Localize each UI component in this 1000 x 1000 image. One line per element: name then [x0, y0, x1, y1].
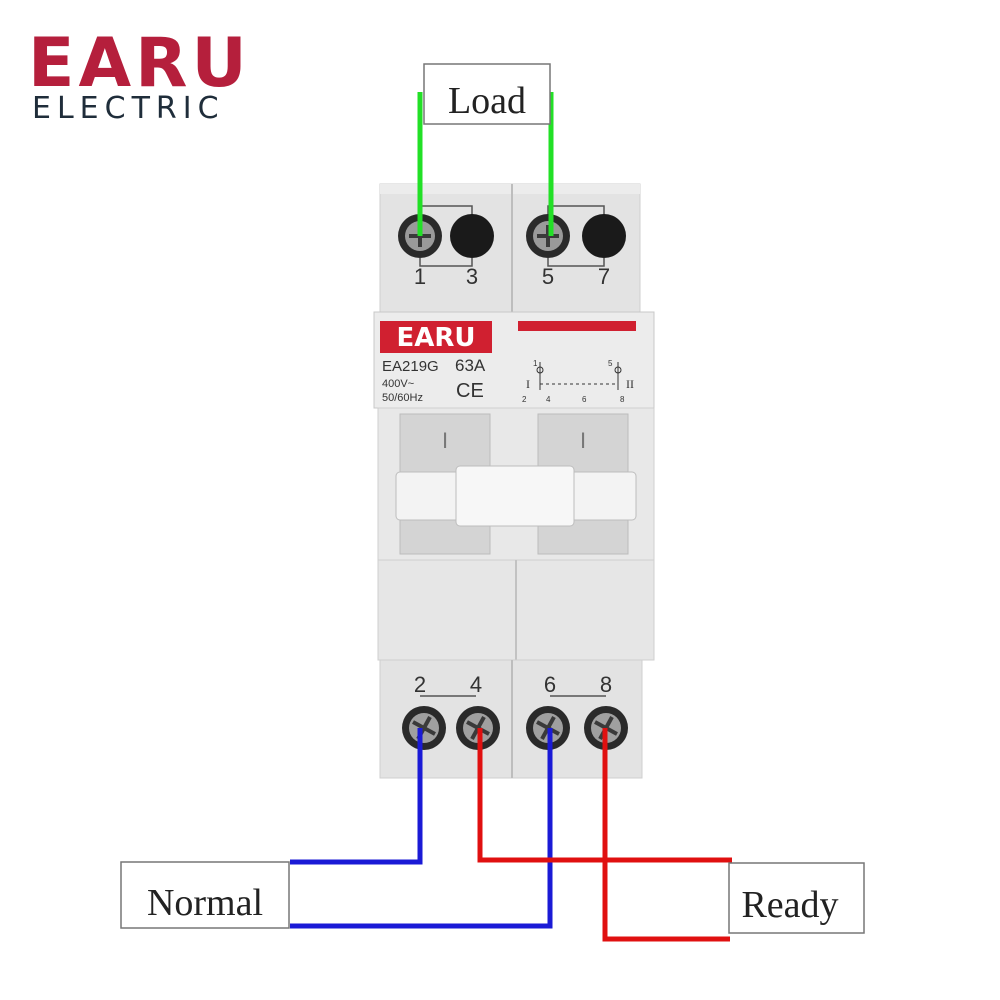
top-terminal-number: 5 — [542, 264, 554, 289]
top-block-edge — [380, 184, 640, 194]
bottom-terminal-number: 4 — [470, 672, 482, 697]
top-terminal-number: 7 — [598, 264, 610, 289]
normal-label-text: Normal — [147, 882, 263, 924]
transfer-switch: 1 3 5 7 EARU EA219G 63A 400V~ 50/60Hz CE… — [373, 183, 655, 779]
load-label: Load — [423, 63, 551, 125]
ready-wire-8 — [602, 728, 730, 942]
logo-brand-text: EARU — [28, 24, 251, 103]
schematic-label: 5 — [608, 359, 613, 368]
top-hole-3 — [450, 214, 494, 258]
bottom-terminal-number: 6 — [544, 672, 556, 697]
schematic-label: 6 — [582, 395, 587, 404]
rating-text: 63A — [455, 356, 486, 375]
bottom-terminal-number: 2 — [414, 672, 426, 697]
top-bracket-right-low — [547, 258, 605, 267]
handle-mark: I — [442, 428, 448, 453]
device-badge — [380, 321, 492, 353]
device-badge-text: EARU — [396, 323, 475, 353]
model-text: EA219G — [382, 358, 439, 375]
ce-mark: CE — [456, 380, 484, 402]
lever-grip — [455, 465, 575, 527]
top-terminal-number: 1 — [414, 264, 426, 289]
red-stripe — [518, 321, 636, 331]
voltage-text: 400V~ — [382, 378, 414, 390]
top-hole-7 — [582, 214, 626, 258]
bottom-screw-2 — [402, 706, 446, 750]
schematic-label: 2 — [522, 395, 527, 404]
handle-mark: I — [580, 428, 586, 453]
normal-wires — [290, 728, 553, 929]
ready-wire-4 — [477, 728, 732, 863]
schematic-position: II — [626, 377, 634, 391]
top-terminal-number: 3 — [466, 264, 478, 289]
normal-wire-2 — [290, 728, 423, 865]
ready-label-text: Ready — [741, 884, 838, 926]
bottom-terminal-number: 8 — [600, 672, 612, 697]
switch-schematic: 1 5 I II 2 4 6 8 — [522, 359, 634, 404]
load-label-text: Load — [448, 80, 526, 122]
top-bracket-left-low — [419, 258, 473, 267]
brand-logo: EARU ELECTRIC — [28, 24, 251, 126]
top-screw-5 — [526, 214, 570, 258]
normal-wire-6 — [290, 728, 553, 929]
schematic-label: 4 — [546, 395, 551, 404]
ready-label: Ready — [728, 862, 865, 934]
schematic-label: 8 — [620, 395, 625, 404]
load-wires — [417, 92, 554, 236]
schematic-label: 1 — [533, 359, 538, 368]
schematic-position: I — [526, 377, 530, 391]
ready-wires — [477, 728, 732, 942]
top-bracket-right — [547, 205, 605, 216]
logo-subtitle-text: ELECTRIC — [32, 91, 225, 126]
frequency-text: 50/60Hz — [382, 392, 423, 404]
normal-label: Normal — [120, 861, 290, 929]
